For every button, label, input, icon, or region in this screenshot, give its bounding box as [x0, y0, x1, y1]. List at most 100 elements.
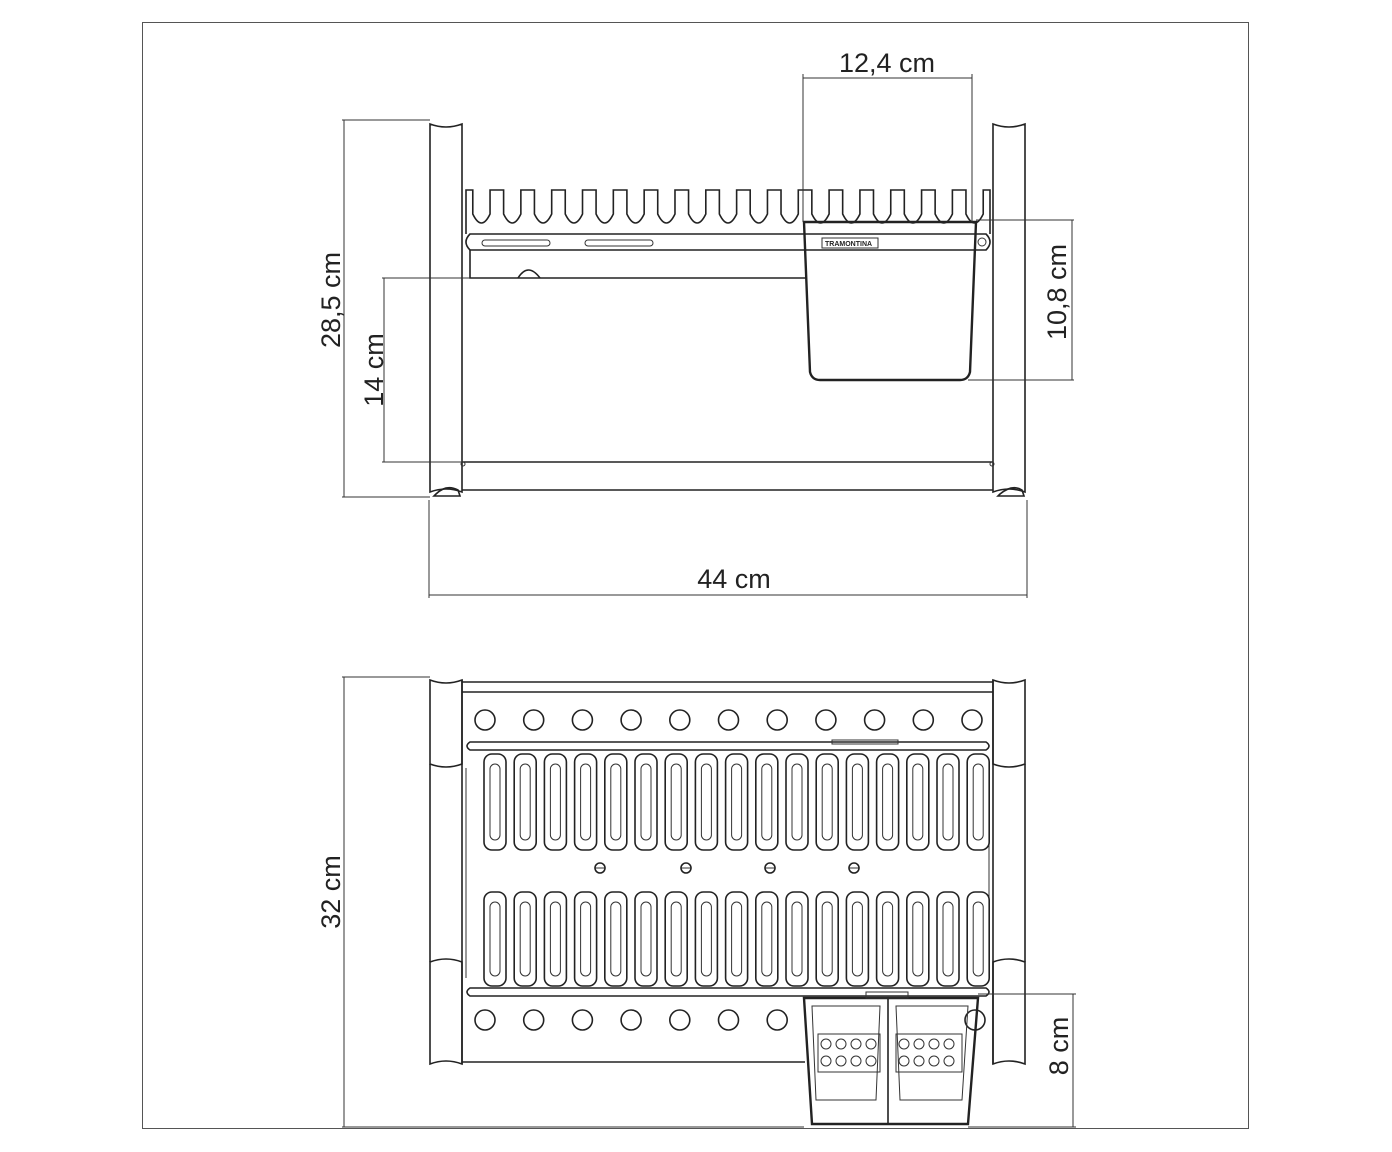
plate-slot [543, 753, 568, 851]
plate-slot-inner [761, 901, 773, 977]
top-brand-plate [831, 739, 899, 745]
plate-slot [664, 753, 689, 851]
hole-icon [717, 1009, 740, 1031]
hole-icon [620, 709, 642, 731]
plate-slot-inner [972, 763, 984, 841]
plate-slot-inner [942, 901, 954, 977]
right-post [992, 122, 1026, 494]
plate-slot-inner [731, 763, 743, 841]
hole-icon [668, 709, 691, 731]
rivet-icon [460, 461, 466, 467]
drain-hole-icon [835, 1038, 847, 1050]
plate-slot [664, 891, 689, 987]
cup-compartment-right [895, 1005, 969, 1101]
bottom-hole-row [474, 1009, 986, 1031]
plate-slot-inner [942, 763, 954, 841]
plate-slot [936, 891, 960, 987]
top-hole-row [474, 709, 983, 731]
brand-plate [821, 237, 879, 249]
drain-hole-icon [820, 1038, 832, 1050]
plate-slot [966, 753, 991, 851]
plate-slots-back [483, 891, 991, 987]
plate-slot-inner [821, 901, 833, 977]
drain-hole-icon [928, 1055, 940, 1067]
drain-hole-icon [820, 1055, 832, 1067]
hole-icon [961, 709, 983, 731]
top-dimensions: 32 cm 8 cm [316, 676, 1076, 1128]
cup-clip [865, 991, 909, 999]
drain-hole-icon [928, 1038, 940, 1050]
plate-slot [785, 753, 809, 851]
plate-slot [875, 891, 900, 987]
plate-slot [785, 891, 809, 987]
plate-slot [573, 753, 598, 851]
plate-slot-inner [821, 763, 833, 841]
plate-slot-inner [912, 901, 924, 977]
plate-slot-inner [610, 901, 622, 977]
plate-slot-inner [640, 901, 652, 977]
plate-rack-comb [465, 189, 991, 234]
plate-slot [483, 891, 507, 987]
plate-slot [603, 891, 628, 987]
drain-plate-left [817, 1033, 881, 1073]
plate-slot-inner [489, 901, 501, 977]
drain-hole-icon [898, 1055, 910, 1067]
left-post [429, 122, 463, 494]
plate-slot [845, 753, 870, 851]
hole-icon [474, 709, 496, 731]
plate-slot-inner [610, 763, 622, 841]
hook-icon [517, 269, 541, 279]
cutlery-cup-top [802, 996, 980, 1126]
plate-slot [634, 753, 658, 851]
plate-slot-inner [519, 763, 531, 841]
plate-slot [905, 891, 930, 987]
plate-slot [936, 753, 960, 851]
plate-slot [845, 891, 870, 987]
dim-cup-height: 10,8 cm [1042, 244, 1072, 340]
plate-slot-inner [731, 901, 743, 977]
plate-slot-inner [700, 901, 712, 977]
plate-slot [513, 891, 538, 987]
hole-icon [522, 709, 545, 731]
plate-slot [754, 753, 779, 851]
plate-slot [724, 753, 749, 851]
drain-hole-icon [865, 1038, 877, 1050]
drain-hole-icon [835, 1055, 847, 1067]
plate-slot-inner [640, 763, 652, 841]
plate-slot [754, 891, 779, 987]
hole-icon [571, 709, 594, 731]
dim-height-inner: 14 cm [359, 333, 389, 407]
rail-slot [481, 239, 551, 247]
center-rivets [594, 862, 860, 874]
plate-slot [815, 753, 840, 851]
top-rail-bar [466, 741, 990, 751]
front-brand-logo: TRAMONTINA [825, 241, 872, 248]
left-rail-back [429, 958, 463, 1066]
cup-compartment-left [811, 1005, 881, 1101]
plate-slot-inner [549, 763, 561, 841]
hole-icon [474, 1009, 496, 1031]
drawing-frame [142, 22, 1249, 1129]
hole-icon [815, 709, 837, 731]
rivet-icon [989, 461, 995, 467]
plate-slot-inner [851, 901, 863, 977]
plate-slot-inner [580, 763, 592, 841]
plate-slot-inner [580, 901, 592, 977]
plate-slot-inner [791, 901, 803, 977]
drain-holes [820, 1038, 955, 1067]
plate-slot-inner [700, 763, 712, 841]
plate-slot [694, 891, 719, 987]
drain-hole-icon [850, 1055, 862, 1067]
hole-icon [863, 709, 886, 731]
plate-slot-inner [670, 763, 682, 841]
plate-slot-inner [761, 763, 773, 841]
plate-slot [875, 753, 900, 851]
hole-icon [766, 1009, 789, 1031]
plate-slot [694, 753, 719, 851]
hole-icon [620, 1009, 642, 1031]
right-rail-back [992, 958, 1026, 1066]
plate-slot-inner [972, 901, 984, 977]
top-view [429, 678, 1026, 1126]
plate-slot [905, 753, 930, 851]
